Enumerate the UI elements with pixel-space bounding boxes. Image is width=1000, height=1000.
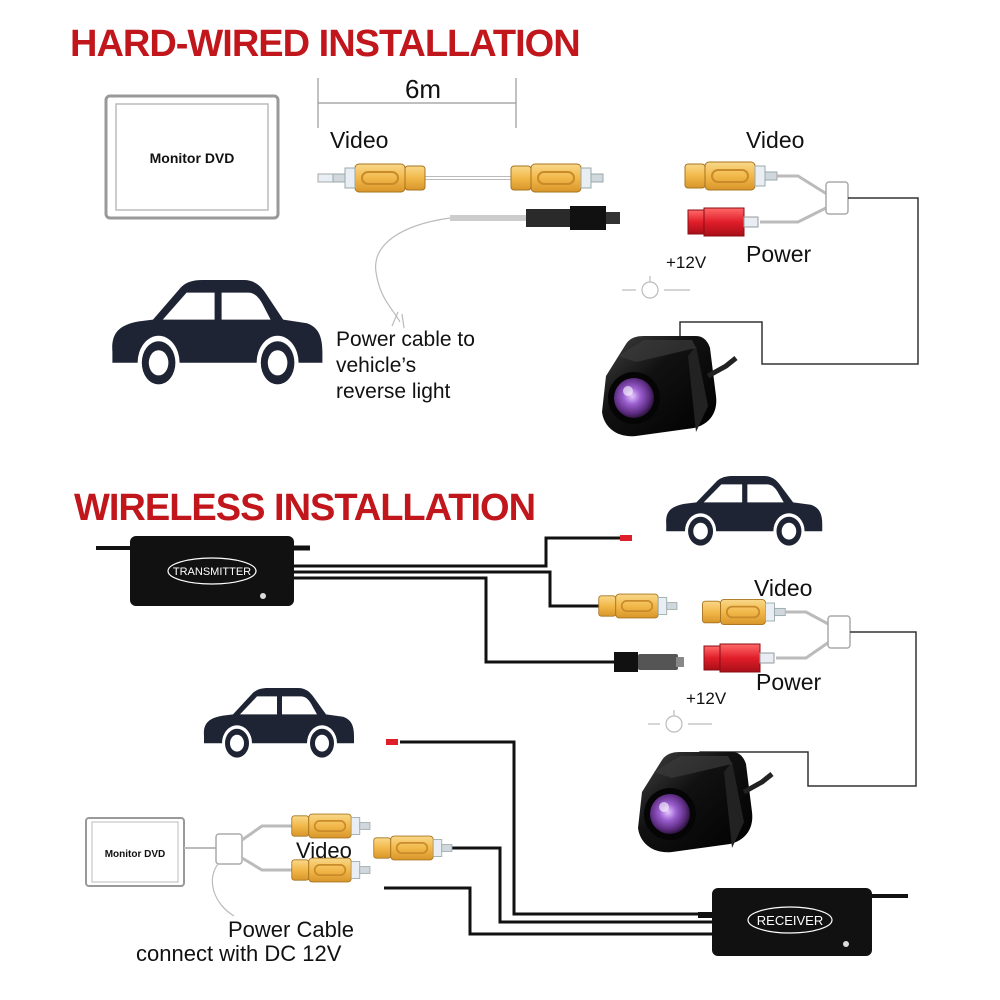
reverse-note-line-1: Power cable to <box>336 328 475 351</box>
power-label-wireless: Power <box>756 669 822 695</box>
reverse-note-line-2: vehicle’s <box>336 354 416 377</box>
monitor-label-wireless: Monitor DVD <box>105 849 166 860</box>
power-label: Power <box>746 241 812 267</box>
red-power-plug <box>703 643 775 673</box>
distance-label: 6m <box>405 74 441 104</box>
ground-symbol-icon <box>622 276 690 299</box>
transmitter-label: TRANSMITTER <box>173 566 251 578</box>
video-label-right: Video <box>746 127 804 153</box>
power-connector <box>450 206 620 230</box>
power-cable-note-line-2: connect with DC 12V <box>136 941 342 966</box>
video-label-wireless: Video <box>754 575 812 601</box>
camera-icon <box>638 752 772 852</box>
camera-icon <box>602 336 736 436</box>
camera-wire <box>679 197 919 365</box>
voltage-label-wireless: +12V <box>686 689 727 708</box>
wireless-section: WIRELESS INSTALLATION TRANSMITTER Video <box>74 476 917 966</box>
transmitter-wires <box>294 536 626 664</box>
hardwired-title: HARD-WIRED INSTALLATION <box>70 23 580 65</box>
receiver-label: RECEIVER <box>757 913 823 928</box>
distance-marker <box>317 78 517 128</box>
rca-plug-icon <box>510 163 604 193</box>
ground-symbol-icon <box>648 710 712 733</box>
power-cable-note-line-1: Power Cable <box>228 917 354 942</box>
wireless-title: WIRELESS INSTALLATION <box>74 487 535 529</box>
video-label-left: Video <box>330 127 388 153</box>
rca-plug-icon <box>290 813 371 839</box>
red-power-plug <box>687 207 759 237</box>
transmitter-device <box>96 536 310 606</box>
rca-plug-icon <box>372 835 453 861</box>
hardwired-section: HARD-WIRED INSTALLATION Monitor DVD 6m V… <box>70 23 919 436</box>
monitor-icon <box>85 817 185 887</box>
rca-plug-icon <box>684 161 778 191</box>
reverse-light-cable <box>375 217 451 323</box>
car-icon <box>112 280 323 390</box>
dc-jack <box>614 652 684 672</box>
monitor-label: Monitor DVD <box>150 150 235 166</box>
monitor-icon <box>104 94 280 220</box>
car-icon <box>203 688 354 762</box>
rca-plug-icon <box>597 593 678 619</box>
receiver-wires <box>384 740 716 936</box>
rca-plug-icon <box>332 163 426 193</box>
car-icon <box>666 476 823 550</box>
voltage-label: +12V <box>666 253 707 272</box>
reverse-note-line-3: reverse light <box>336 380 451 403</box>
rca-plug-icon <box>701 598 787 626</box>
video-label-monitor: Video <box>296 838 352 863</box>
receiver-device <box>698 888 908 956</box>
